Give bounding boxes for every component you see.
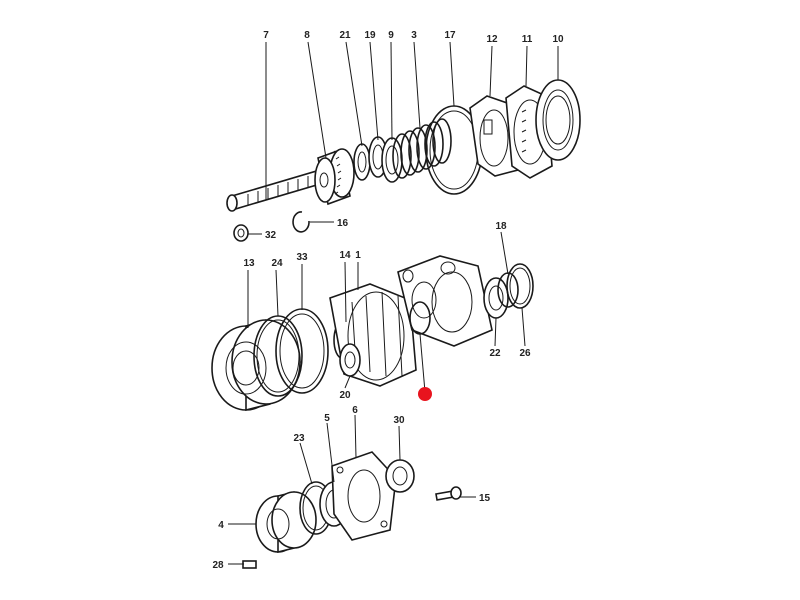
part-20-ring	[339, 343, 361, 377]
callout-21: 21	[339, 30, 351, 41]
callout-7: 7	[263, 30, 269, 41]
part-6-cover-plate	[331, 451, 397, 541]
part-13-housing	[211, 319, 302, 412]
callout-13: 13	[243, 258, 255, 269]
part-4-piston	[255, 491, 317, 554]
callout-16: 16	[337, 218, 349, 229]
callout-18: 18	[495, 221, 507, 232]
callout-23: 23	[293, 433, 305, 444]
part-15-bolt	[435, 486, 462, 501]
callout-30: 30	[393, 415, 405, 426]
callout-labels: 7 8 21 19 9 3 17 12 11 10 16 32 13 24 33…	[212, 30, 564, 571]
part-10-friction-disc	[535, 79, 581, 161]
callout-6: 6	[352, 405, 358, 416]
callout-22: 22	[489, 348, 501, 359]
callout-10: 10	[552, 34, 564, 45]
callout-3: 3	[411, 30, 417, 41]
part-9-washer	[381, 137, 403, 183]
callout-1: 1	[355, 250, 361, 261]
callout-19: 19	[364, 30, 376, 41]
part-7-shaft	[226, 168, 321, 212]
part-8-gear	[314, 148, 355, 206]
callout-9: 9	[388, 30, 394, 41]
part-28-screw	[242, 560, 257, 569]
callout-4: 4	[218, 520, 224, 531]
part-26-ring	[506, 263, 534, 309]
callout-33: 33	[296, 252, 308, 263]
part-21-ring	[353, 143, 371, 181]
callout-24: 24	[271, 258, 283, 269]
part-22-seal	[483, 277, 509, 319]
part-16-circlip	[292, 211, 310, 233]
part-30-bearing	[385, 459, 415, 493]
callout-15: 15	[479, 493, 491, 504]
callout-14: 14	[339, 250, 351, 261]
callout-32: 32	[265, 230, 277, 241]
callout-8: 8	[304, 30, 310, 41]
callout-17: 17	[444, 30, 456, 41]
part-32-washer	[233, 224, 249, 242]
callout-5: 5	[324, 413, 330, 424]
marker-dot	[418, 387, 432, 401]
callout-11: 11	[522, 34, 533, 45]
callout-20: 20	[339, 390, 351, 401]
callout-26: 26	[519, 348, 531, 359]
part-3-spring	[392, 118, 452, 179]
callout-12: 12	[486, 34, 498, 45]
part-pump-body	[397, 255, 493, 347]
callout-28: 28	[212, 560, 224, 571]
leader-lines	[228, 41, 559, 565]
